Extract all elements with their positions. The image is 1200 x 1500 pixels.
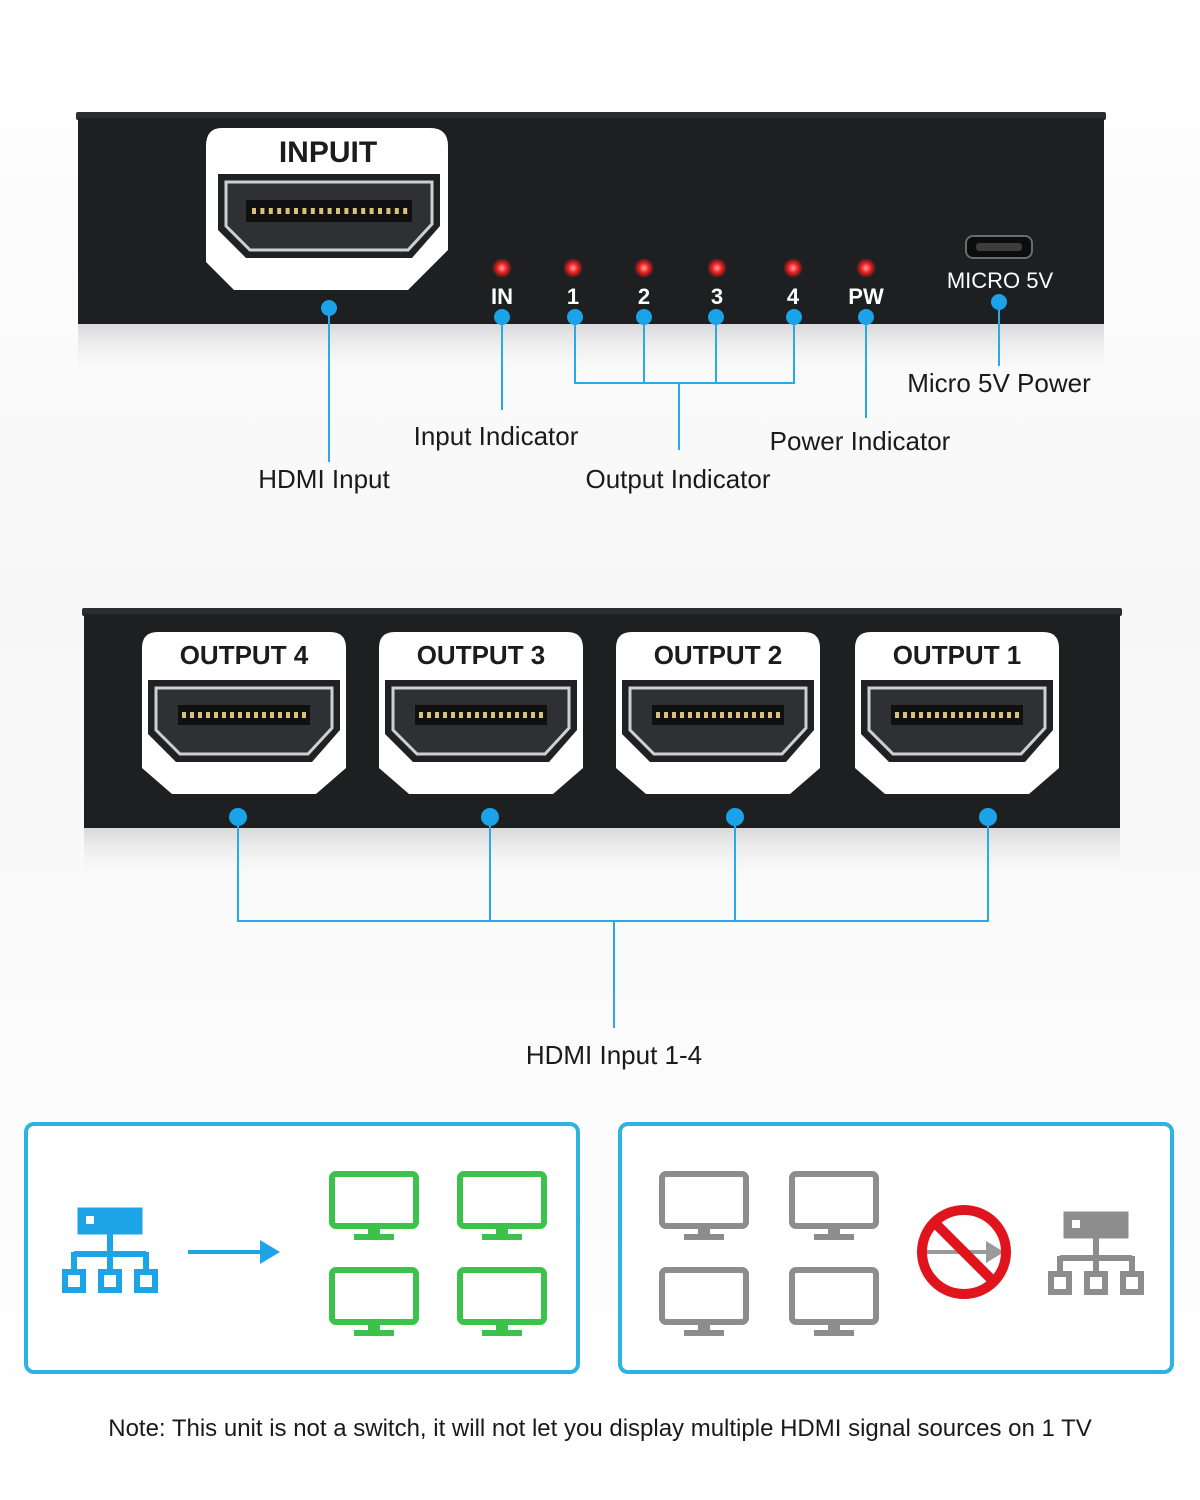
bottom-device: OUTPUT 4 OUTPUT 3 OUTPUT 2 OUTPUT 1 [82, 608, 1122, 886]
led-4 [783, 258, 803, 278]
led-1 [563, 258, 583, 278]
monitor-icon [329, 1171, 419, 1240]
led-pw [856, 258, 876, 278]
callout-input-indicator: Input Indicator [414, 421, 579, 451]
callout-micro-power: Micro 5V Power [907, 368, 1091, 398]
unsupported-use-panel [618, 1122, 1174, 1374]
led-label-4: 4 [787, 284, 800, 309]
prohibited-icon [917, 1205, 1011, 1299]
led-2 [634, 258, 654, 278]
hdmi-output-port: OUTPUT 2 [616, 632, 820, 794]
micro-usb-port: MICRO 5V [947, 235, 1054, 293]
callout-hdmi-input: HDMI Input [258, 464, 390, 494]
led-label-2: 2 [638, 284, 650, 309]
supported-use-panel [24, 1122, 580, 1374]
note-text: Note: This unit is not a switch, it will… [108, 1415, 1092, 1442]
monitor-icon [789, 1267, 879, 1336]
monitor-icon [329, 1267, 419, 1336]
bottom-leaders [229, 808, 997, 1028]
callout-output-indicator: Output Indicator [586, 464, 771, 494]
micro-port-label: MICRO 5V [947, 268, 1054, 293]
arrow-right-icon [188, 1240, 280, 1264]
led-3 [707, 258, 727, 278]
output-port-label: OUTPUT 4 [180, 640, 309, 670]
monitor-icon [659, 1171, 749, 1240]
led-label-3: 3 [711, 284, 723, 309]
output-port-label: OUTPUT 3 [417, 640, 546, 670]
led-label-in: IN [491, 284, 513, 309]
output-port-label: OUTPUT 1 [893, 640, 1022, 670]
network-source-icon [62, 1207, 158, 1293]
monitor-icon [457, 1171, 547, 1240]
input-port-label: INPUIT [279, 136, 377, 169]
led-label-1: 1 [567, 284, 579, 309]
monitor-icon [457, 1267, 547, 1336]
monitor-icon [659, 1267, 749, 1336]
led-label-pw: PW [848, 284, 884, 309]
callout-hdmi-input-1-4: HDMI Input 1-4 [526, 1040, 702, 1070]
monitor-icon [789, 1171, 879, 1240]
hdmi-output-port: OUTPUT 4 [142, 632, 346, 794]
callout-power-indicator: Power Indicator [770, 426, 951, 456]
top-device: INPUIT IN 1 2 3 4 PW MICRO 5V [76, 112, 1106, 382]
hdmi-output-port: OUTPUT 1 [855, 632, 1059, 794]
hdmi-input-port: INPUIT [206, 128, 448, 290]
network-source-icon [1048, 1211, 1144, 1295]
hdmi-output-port: OUTPUT 3 [379, 632, 583, 794]
output-port-label: OUTPUT 2 [654, 640, 783, 670]
led-in [492, 258, 512, 278]
top-leaders [321, 294, 1007, 462]
led-row: IN 1 2 3 4 PW [491, 258, 884, 309]
